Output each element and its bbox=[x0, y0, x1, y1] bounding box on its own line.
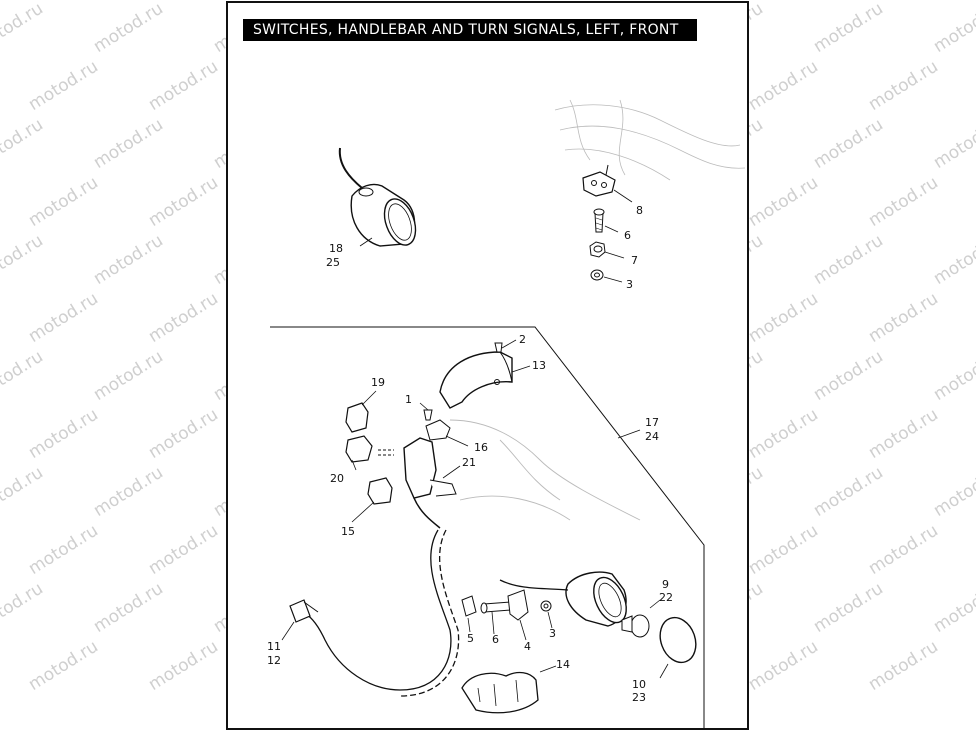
callout-19: 19 bbox=[371, 376, 385, 389]
callout-2: 2 bbox=[519, 333, 526, 346]
lens bbox=[659, 616, 697, 664]
callout-11: 11 bbox=[267, 640, 281, 653]
callout-18: 18 bbox=[329, 242, 343, 255]
bolt-upper bbox=[593, 208, 605, 233]
switch-19 bbox=[345, 402, 369, 433]
wire-lead bbox=[301, 529, 460, 697]
spacer-5 bbox=[461, 595, 477, 617]
switch-body bbox=[403, 437, 457, 529]
callout-13: 13 bbox=[532, 359, 546, 372]
callout-20: 20 bbox=[330, 472, 344, 485]
callout-5: 5 bbox=[467, 632, 474, 645]
mount-bracket bbox=[582, 164, 616, 197]
callout-12: 12 bbox=[267, 654, 281, 667]
wiring-sketch bbox=[449, 419, 641, 521]
section-outline bbox=[270, 326, 705, 728]
callout-25: 25 bbox=[326, 256, 340, 269]
switch-15 bbox=[367, 477, 393, 505]
callout-22: 22 bbox=[659, 591, 673, 604]
nut bbox=[589, 241, 606, 258]
callout-24: 24 bbox=[645, 430, 659, 443]
callout-4: 4 bbox=[524, 640, 531, 653]
lock-washer-lower bbox=[540, 600, 552, 612]
callout-6-lower: 6 bbox=[492, 633, 499, 646]
screw-small bbox=[423, 409, 433, 421]
lock-washer-upper bbox=[590, 269, 604, 281]
callout-3-lower: 3 bbox=[549, 627, 556, 640]
connector-plug bbox=[289, 599, 319, 623]
callout-7: 7 bbox=[631, 254, 638, 267]
callout-17: 17 bbox=[645, 416, 659, 429]
callout-10: 10 bbox=[632, 678, 646, 691]
lower-switch-housing bbox=[461, 671, 539, 714]
handlebar-sketch bbox=[554, 99, 746, 181]
bulb bbox=[621, 614, 650, 638]
callout-14: 14 bbox=[556, 658, 570, 671]
clamp-16 bbox=[425, 419, 451, 441]
callout-23: 23 bbox=[632, 691, 646, 704]
turn-signal-lamp-lower bbox=[499, 571, 627, 627]
callout-8: 8 bbox=[636, 204, 643, 217]
screw-top bbox=[494, 342, 503, 353]
callout-15: 15 bbox=[341, 525, 355, 538]
switch-housing-cover bbox=[439, 351, 513, 409]
callout-1: 1 bbox=[405, 393, 412, 406]
diagram-title: SWITCHES, HANDLEBAR AND TURN SIGNALS, LE… bbox=[243, 19, 697, 41]
turn-signal-lamp-upper bbox=[338, 147, 417, 247]
callout-16: 16 bbox=[474, 441, 488, 454]
mount-clamp-4 bbox=[507, 589, 529, 621]
bolt-lower bbox=[480, 601, 512, 614]
callout-3-upper: 3 bbox=[626, 278, 633, 291]
callout-9: 9 bbox=[662, 578, 669, 591]
callout-labels: 18 25 8 6 7 3 2 13 19 1 16 17 24 21 20 1… bbox=[267, 204, 673, 704]
switch-20 bbox=[345, 435, 394, 463]
leader-lines bbox=[281, 189, 669, 679]
callout-21: 21 bbox=[462, 456, 476, 469]
callout-6-upper: 6 bbox=[624, 229, 631, 242]
